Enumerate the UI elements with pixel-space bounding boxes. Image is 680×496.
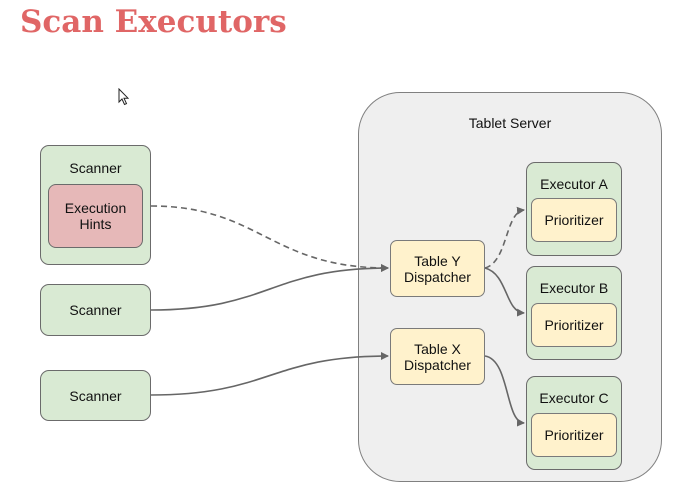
scanner-label: Scanner <box>69 160 122 176</box>
table-y-dispatcher: Table Y Dispatcher <box>390 240 485 297</box>
prioritizer-box: Prioritizer <box>531 413 617 457</box>
execution-hints-line2: Hints <box>79 216 112 232</box>
prioritizer-box: Prioritizer <box>531 198 617 242</box>
prioritizer-label: Prioritizer <box>544 317 604 333</box>
executor-label: Executor B <box>539 280 609 296</box>
page-title: Scan Executors <box>20 4 287 40</box>
arrow-scanner3-to-dispatcher-x <box>150 352 389 396</box>
prioritizer-box: Prioritizer <box>531 303 617 347</box>
arrow-scanner2-to-dispatcher-y <box>150 264 389 311</box>
arrow-dispatcher-x-to-executor-c <box>484 355 525 427</box>
dispatcher-line2: Dispatcher <box>404 356 471 373</box>
executor-label: Executor A <box>540 176 608 192</box>
scanner-box: Scanner <box>40 370 151 421</box>
arrow-dispatcher-y-to-executor-b <box>484 267 525 317</box>
scanner-label: Scanner <box>69 387 122 404</box>
scanner-label: Scanner <box>69 302 122 318</box>
mouse-pointer-icon <box>118 88 130 106</box>
dispatcher-line1: Table Y <box>414 252 461 269</box>
dispatcher-line1: Table X <box>414 340 461 357</box>
execution-hints-box: Execution Hints <box>48 184 143 248</box>
dispatcher-line2: Dispatcher <box>404 268 471 285</box>
prioritizer-label: Prioritizer <box>544 212 604 228</box>
scanner-box: Scanner <box>40 284 151 336</box>
execution-hints-line1: Execution <box>64 200 127 216</box>
tablet-server-label: Tablet Server <box>468 115 552 131</box>
prioritizer-label: Prioritizer <box>544 427 604 443</box>
arrow-hints-to-dispatcher-y <box>150 205 389 272</box>
arrow-dispatcher-y-to-executor-a <box>484 206 525 269</box>
executor-label: Executor C <box>539 390 609 406</box>
table-x-dispatcher: Table X Dispatcher <box>390 328 485 385</box>
